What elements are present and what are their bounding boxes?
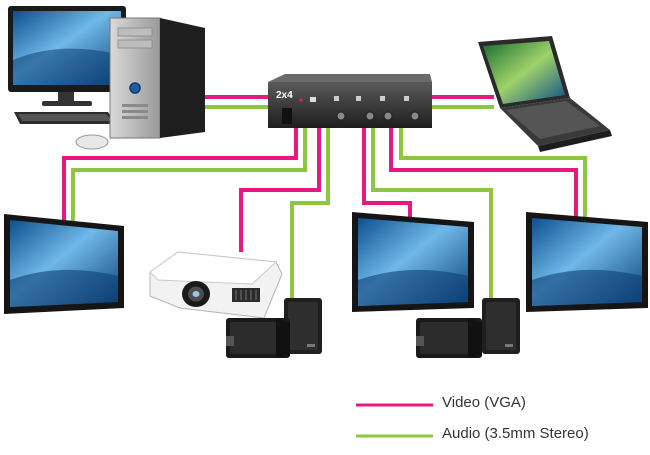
display-monitor-icon [526,212,648,312]
video-cable-monitor-3 [389,128,578,222]
audio-cable-speakers-2 [371,128,493,298]
projector-icon [149,251,283,319]
audio-cable-speakers-1 [290,128,330,298]
legend [356,403,433,438]
speaker-pair-icon [226,298,322,358]
video-cable-monitor-2 [362,128,412,222]
legend-audio-label: Audio (3.5mm Stereo) [442,425,589,442]
audio-cable-monitor-3 [399,128,587,222]
speaker-pair-icon [416,298,520,358]
desktop-computer-icon [8,6,205,150]
laptop-icon [478,36,612,152]
audio-cable-monitor-1 [71,128,307,222]
cables [62,95,587,298]
video-cable-projector [239,128,321,252]
legend-video-label: Video (VGA) [442,394,526,411]
matrix-model-label: 2x4 [276,90,293,101]
vga-audio-matrix-switch-icon: 2x4 [268,74,432,128]
display-monitor-icon [352,212,474,312]
video-cable-monitor-1 [62,128,298,222]
display-monitor-icon [4,214,124,314]
